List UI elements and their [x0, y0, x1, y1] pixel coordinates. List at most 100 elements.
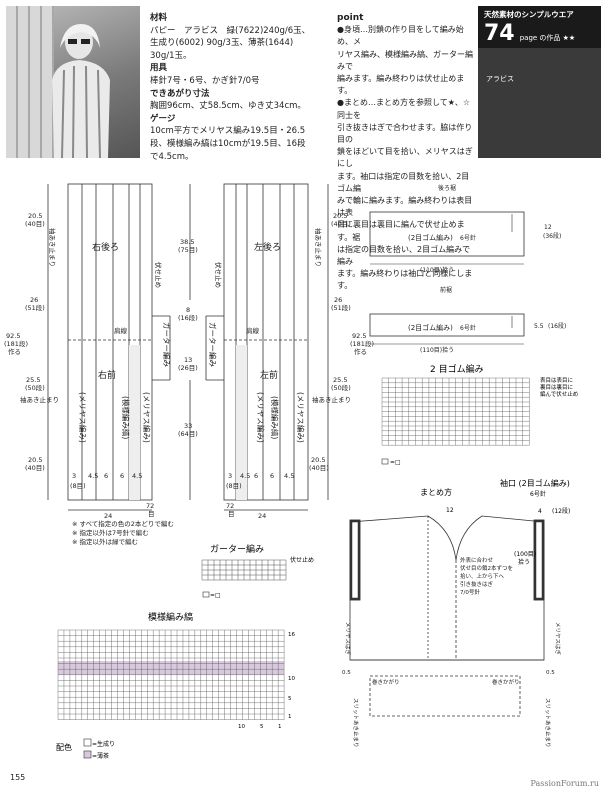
col-6-l: 6 — [254, 472, 258, 480]
materials-line: パピー アラビス 緑(7622)240g/6玉、 — [150, 25, 311, 36]
rib-note-1: 表目は表目に — [540, 376, 573, 384]
left-body-outline — [223, 183, 309, 501]
dim-181: (181段) — [4, 339, 28, 348]
back-hem-h: 12 — [544, 224, 552, 231]
point-block: point ●身頃…別鎖の作り目をして編み始め、メ リヤス編み、模様編み縞、ガー… — [337, 12, 477, 293]
meriyasu-hagi-l: メリヤスはぎ — [344, 622, 352, 656]
label-right-front: 右前 — [98, 369, 116, 381]
sleeve-open-r2: 袖あき止まり — [20, 395, 59, 404]
series-title: 天然素材のシンプルウエア — [484, 10, 574, 19]
col-4-5-r: 4.5 — [88, 472, 98, 480]
row-10: 10 — [288, 676, 295, 682]
dim-40b: (40目) — [25, 464, 45, 472]
pattern-badge: 天然素材のシンプルウエア 74 page の作品 ★★ — [478, 6, 601, 48]
sleeve-needle: 6号針 — [530, 490, 546, 498]
dim-25-5: 25.5 — [26, 376, 40, 384]
dim-20-5: 20.5 — [28, 212, 42, 220]
neck-note-5: 7/0号針 — [460, 588, 480, 596]
col-3-r: 3 — [72, 472, 76, 480]
sleeve-count: (100目) — [514, 551, 536, 558]
yarn-panel: アラビス — [478, 48, 601, 158]
bind-off-r: 伏せ止め — [154, 262, 163, 288]
garter-title: ガーター編み — [210, 543, 264, 555]
dim-26-l: 26 — [334, 296, 342, 304]
rib-legend: =□ — [390, 459, 401, 466]
meriyasu-vert-r2: (メリヤス編み) — [142, 392, 152, 443]
right-sleeve-band — [533, 519, 545, 601]
materials-block: 材料 パピー アラビス 緑(7622)240g/6玉、 生成り(6002) 90… — [150, 12, 320, 163]
front-hem-needle: 6号針 — [460, 324, 476, 332]
dim-64: (64目) — [178, 430, 198, 438]
neck-note-1: 外表に合わせ — [460, 556, 494, 564]
back-hem-rows: (36段) — [543, 232, 561, 240]
garment-outline — [349, 515, 545, 661]
col-sub-l: (8目) — [226, 482, 242, 490]
point-line: ●まとめ…まとめ方を参照して★、☆同士を — [337, 98, 471, 120]
tools-text: 棒針7号・6号、かぎ針7/0号 — [150, 75, 260, 86]
garter-vert-r: ガーター編み — [162, 322, 172, 367]
label-left-front: 左前 — [260, 369, 278, 381]
dim-13: 13 — [184, 356, 192, 364]
materials-line: 生成り(6002) 90g/3玉、薄茶(1644) — [150, 38, 294, 49]
front-hem-width: (110目)拾う — [420, 346, 454, 354]
note-2: ※ 指定以外は7号針で編む — [72, 528, 149, 537]
dim-92-5: 92.5 — [6, 332, 20, 340]
width-24-r: 24 — [104, 512, 112, 520]
slit-r: スリットあき止まり — [544, 698, 552, 748]
dim-16: (16段) — [178, 313, 198, 322]
maki-l: 巻きかがり — [372, 678, 400, 686]
d05-r: 0.5 — [546, 670, 555, 676]
left-sleeve-band — [349, 519, 361, 601]
col-4-5-l: 4.5 — [240, 472, 250, 480]
width-sts-r: 目 — [148, 510, 155, 518]
front-hem-rib: (2目ゴム編み) — [408, 323, 453, 332]
right-body-outline — [67, 183, 153, 501]
rib-note-2: 裏目は裏目に — [540, 383, 573, 391]
meriyasu-hagi-r: メリヤスはぎ — [554, 622, 562, 656]
point-line: リヤス編み、模様編み縞、ガーター編みで — [337, 49, 473, 71]
dim-8: 8 — [186, 306, 190, 314]
materials-title: 材料 — [150, 13, 168, 23]
gauge-line: 10cm平方でメリヤス編み19.5目・26.5 — [150, 126, 306, 137]
rib-title: 2 目ゴム編み — [430, 363, 484, 375]
page-ref-suffix: page の作品 ★★ — [519, 34, 576, 42]
point-line: ●身頃…別鎖の作り目をして編み始め、メ — [337, 25, 464, 47]
dim-26-sts: (26目) — [178, 364, 198, 372]
back-hem-width: (110目)拾う — [420, 266, 454, 274]
dim-51: (51段) — [25, 303, 45, 312]
dim-40-sts: (40目) — [25, 220, 45, 228]
rib-chart: 2 目ゴム編み 表目は表目に 裏目は裏目に 編んで伏せ止め =□ — [381, 363, 578, 466]
garter-vert-l: ガーター編み — [208, 322, 218, 367]
point-line: 目に裏目は裏目に編んで伏せ止めます。裾 — [337, 220, 465, 242]
sleeve-open-l: 袖あき止まり — [314, 228, 323, 267]
size-text: 胸囲96cm、丈58.5cm、ゆき丈34cm。 — [150, 101, 306, 112]
dim-40b-l: (40目) — [309, 464, 329, 472]
page-number: 155 — [10, 773, 26, 782]
meriyasu-vert-r: (メリヤス編み) — [78, 392, 88, 443]
dim-51-l: (51段) — [331, 303, 351, 312]
dim-50: (50段) — [25, 383, 45, 392]
dim-make-l: 作る — [354, 347, 367, 356]
yarn-name: アラビス — [486, 75, 514, 83]
garter-chart: ガーター編み 伏せ止め =□ — [201, 543, 314, 599]
front-hem-rows: (16段) — [548, 322, 566, 330]
label-left-back: 左後ろ — [254, 241, 281, 253]
row-16: 16 — [288, 632, 295, 638]
sleeve-4: 4 — [538, 508, 542, 515]
row-1: 1 — [288, 714, 292, 720]
neck-note-3: 拾い、上から下へ — [460, 572, 505, 580]
note-1: ※ すべて指定の色の2本どりで編む — [72, 519, 174, 528]
back-hem-rib: (2目ゴム編み) — [408, 233, 453, 242]
sleeve-open-r: 袖あき止まり — [48, 228, 57, 267]
col-1: 1 — [278, 724, 282, 730]
sleeve-pick: 拾う — [518, 558, 530, 566]
width-sts-l: 目 — [228, 510, 235, 518]
width-24-l: 24 — [258, 512, 266, 520]
dim-make: 作る — [8, 347, 21, 356]
dim-92-5-l: 92.5 — [352, 332, 366, 340]
d05-l: 0.5 — [342, 670, 351, 676]
row-5: 5 — [288, 696, 292, 702]
stripe-shade — [236, 345, 247, 500]
dim-20-5b: 20.5 — [28, 456, 42, 464]
size-title: できあがり寸法 — [150, 88, 210, 99]
